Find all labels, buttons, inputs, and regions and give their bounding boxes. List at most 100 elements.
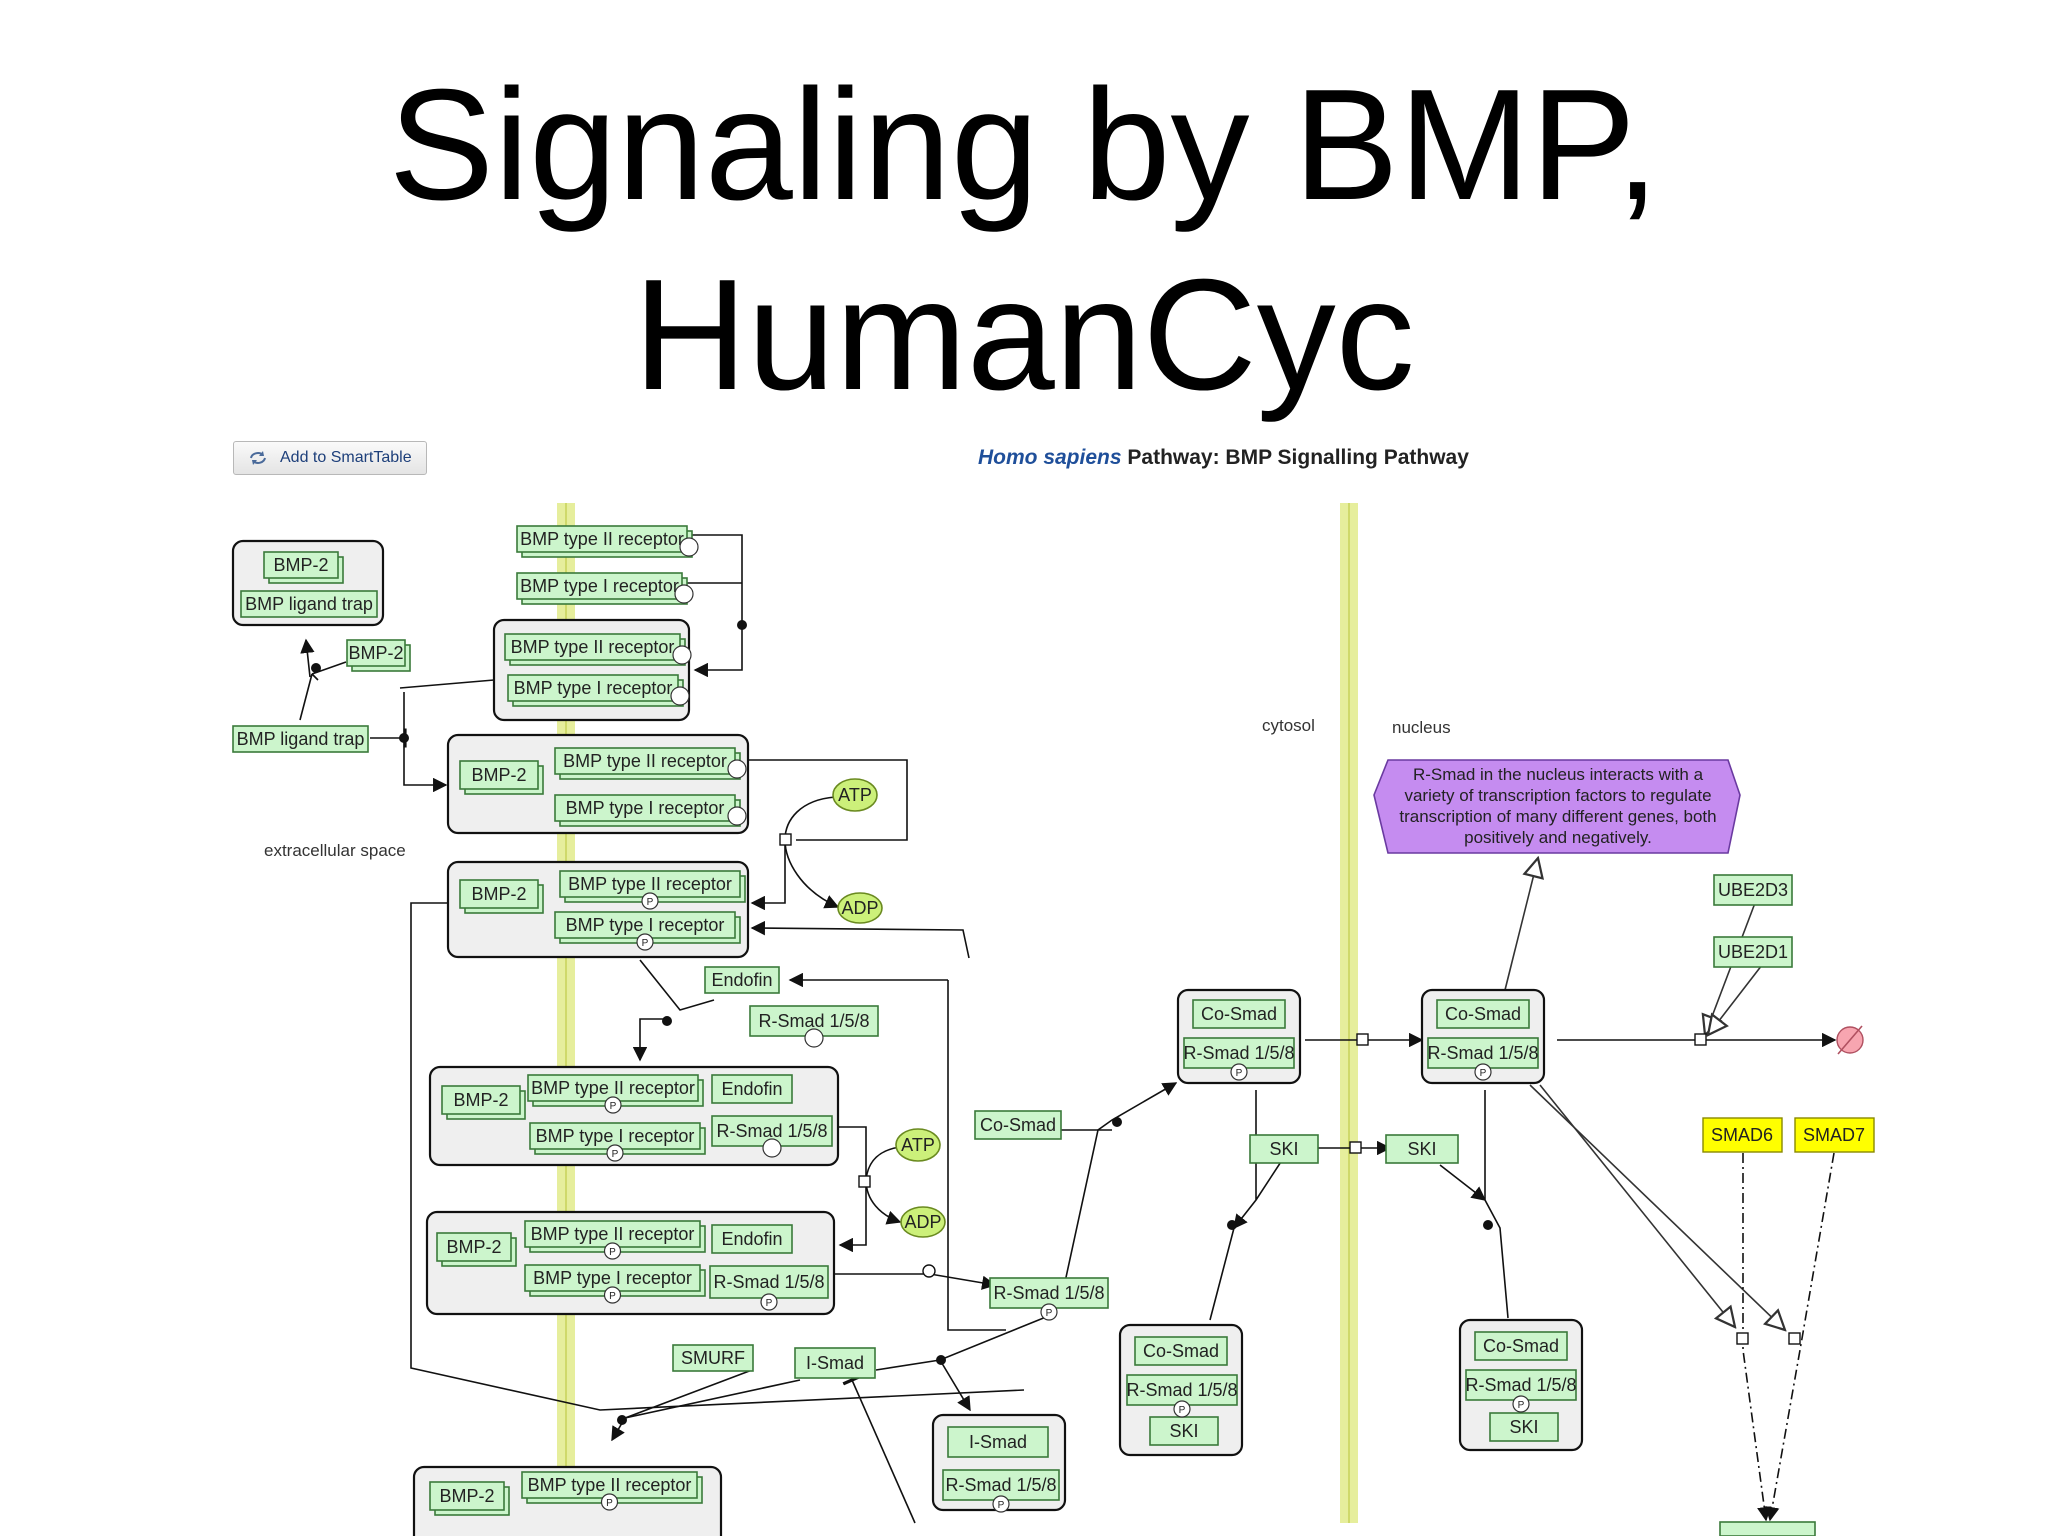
entity-label-r-smad: R-Smad 1/5/8 (716, 1121, 827, 1141)
add-to-smarttable-button[interactable]: Add to SmartTable (233, 441, 427, 475)
phosphorylation-site (1040, 1303, 1058, 1321)
edge-complex-endofin (639, 959, 715, 1011)
entity-bmp-type1-receptor[interactable] (516, 572, 683, 600)
entity-ski[interactable] (1489, 1412, 1559, 1442)
atp-node-2[interactable] (895, 1128, 941, 1162)
entity-bmp2[interactable] (459, 879, 539, 909)
process-dot (936, 1355, 946, 1365)
entity-bmp2[interactable] (429, 1481, 505, 1511)
nucleus-note[interactable] (1373, 759, 1741, 854)
entity-bmp-type1-receptor[interactable] (554, 794, 736, 822)
entity-bmp2[interactable] (263, 551, 339, 579)
phosphorylation-site (604, 1096, 622, 1114)
edge-atp2-phospho (865, 1146, 902, 1225)
entity-label-bmp2: BMP-2 (453, 1090, 508, 1110)
edge-smad-regulate-2 (1529, 1084, 1785, 1330)
label-cytosol: cytosol (1262, 716, 1315, 735)
phosphorylation-site (1512, 1395, 1530, 1413)
phosphorylation-label: P (1480, 1068, 1487, 1079)
adp-node-2[interactable] (900, 1206, 946, 1238)
phosphorylation-site (1230, 1063, 1248, 1081)
entity-label-r-smad: R-Smad 1/5/8 (1465, 1375, 1576, 1395)
edge-fourth-release (834, 1273, 997, 1290)
phosphorylation-site (760, 1293, 778, 1311)
entity-ski[interactable] (1385, 1134, 1459, 1164)
entity-label-co-smad: Co-Smad (1201, 1004, 1277, 1024)
entity-co-smad[interactable] (974, 1110, 1062, 1140)
entity-label-bmp-type2-receptor: BMP type II receptor (568, 874, 732, 894)
species-name[interactable]: Homo sapiens (978, 446, 1122, 469)
edge-ismad-out (939, 1359, 971, 1412)
entity-bmp-type2-receptor[interactable] (554, 747, 736, 775)
gene-smad7-label: SMAD7 (1803, 1125, 1865, 1145)
entity-label-bmp2: BMP-2 (471, 884, 526, 904)
edge-smurf-from (624, 1379, 801, 1419)
entity-label-bmp2: BMP-2 (273, 555, 328, 575)
phosphorylation-label: P (606, 1498, 613, 1509)
entity-r-smad[interactable] (709, 1265, 829, 1299)
entity-label-bmp-ligand-trap: BMP ligand trap (245, 594, 373, 614)
process-node (1356, 1033, 1369, 1046)
label-extracellular-space: extracellular space (264, 841, 406, 860)
entity-bmp2[interactable] (441, 1085, 521, 1115)
process-dot (737, 620, 747, 630)
edge-third-loop (838, 1126, 867, 1182)
entity-co-smad[interactable] (1474, 1331, 1568, 1361)
entity-bmp-type1-receptor[interactable] (507, 674, 679, 702)
entity-ube2d3[interactable] (1713, 874, 1793, 906)
entity-i-smad[interactable] (794, 1347, 876, 1379)
entity-label-bmp-type2-receptor: BMP type II receptor (531, 1078, 695, 1098)
entity-label-endofin: Endofin (721, 1229, 782, 1249)
edge-bmp2-to-receptors (399, 679, 495, 689)
binding-site (679, 537, 699, 557)
phosphorylation-site (641, 892, 659, 910)
entity-endofin[interactable] (711, 1074, 793, 1104)
entity-bmp2[interactable] (459, 760, 539, 790)
entity-label-bmp-type2-receptor: BMP type II receptor (528, 1475, 692, 1495)
phosphorylation-site (600, 1493, 619, 1511)
entity-ube2d1[interactable] (1713, 936, 1793, 968)
entity-ski[interactable] (1249, 1134, 1319, 1164)
entity-endofin[interactable] (711, 1224, 793, 1254)
binding-site (804, 1028, 824, 1048)
degradation-slash (1837, 1025, 1863, 1055)
entity-label-bmp-type1-receptor: BMP type I receptor (536, 1126, 695, 1146)
entity-label-bmp-type1-receptor: BMP type I receptor (566, 798, 725, 818)
entity-label-ski: SKI (1407, 1139, 1436, 1159)
entity-label-r-smad: R-Smad 1/5/8 (1183, 1043, 1294, 1063)
edge-ube2d1 (1708, 964, 1763, 1035)
entity-bmp2[interactable] (346, 639, 406, 667)
entity-r-smad[interactable] (1427, 1037, 1539, 1069)
entity-smurf[interactable] (672, 1344, 754, 1372)
entity-r-smad[interactable] (989, 1277, 1109, 1309)
entity-endofin[interactable] (704, 966, 780, 994)
entity-bmp2[interactable] (436, 1232, 512, 1262)
entity-co-smad[interactable] (1134, 1336, 1228, 1366)
entity-label-bmp-type1-receptor: BMP type I receptor (566, 915, 725, 935)
entity-label-bmp-type1-receptor: BMP type I receptor (533, 1268, 692, 1288)
label-nucleus: nucleus (1392, 718, 1451, 737)
phosphorylation-label: P (609, 1291, 616, 1302)
entity-ski[interactable] (1149, 1416, 1219, 1446)
entity-co-smad[interactable] (1436, 999, 1530, 1029)
entity-co-smad[interactable] (1192, 999, 1286, 1029)
atp-node-1[interactable] (832, 778, 878, 812)
adp-node-1[interactable] (837, 892, 883, 924)
note-line-3: transcription of many different genes, b… (1399, 807, 1716, 826)
refresh-arrows-icon (250, 451, 266, 465)
entity-partial-bottom[interactable] (1719, 1521, 1816, 1536)
gene-smad7[interactable] (1794, 1117, 1875, 1153)
entity-i-smad[interactable] (947, 1426, 1049, 1458)
entity-bmp-ligand-trap[interactable] (240, 590, 378, 618)
entity-label-ski: SKI (1269, 1139, 1298, 1159)
pathway-header: Homo sapiens Pathway: BMP Signalling Pat… (978, 446, 1469, 470)
process-node (1694, 1033, 1707, 1046)
edge-cytosol-ski-bind (1209, 1090, 1291, 1321)
entity-label-ski: SKI (1169, 1421, 1198, 1441)
slide-title: Signaling by BMP, HumanCyc (0, 50, 2048, 430)
gene-smad6[interactable] (1702, 1117, 1783, 1153)
entity-label-bmp2: BMP-2 (439, 1486, 494, 1506)
entity-r-smad[interactable] (1126, 1374, 1238, 1406)
entity-bmp-ligand-trap[interactable] (232, 725, 369, 753)
